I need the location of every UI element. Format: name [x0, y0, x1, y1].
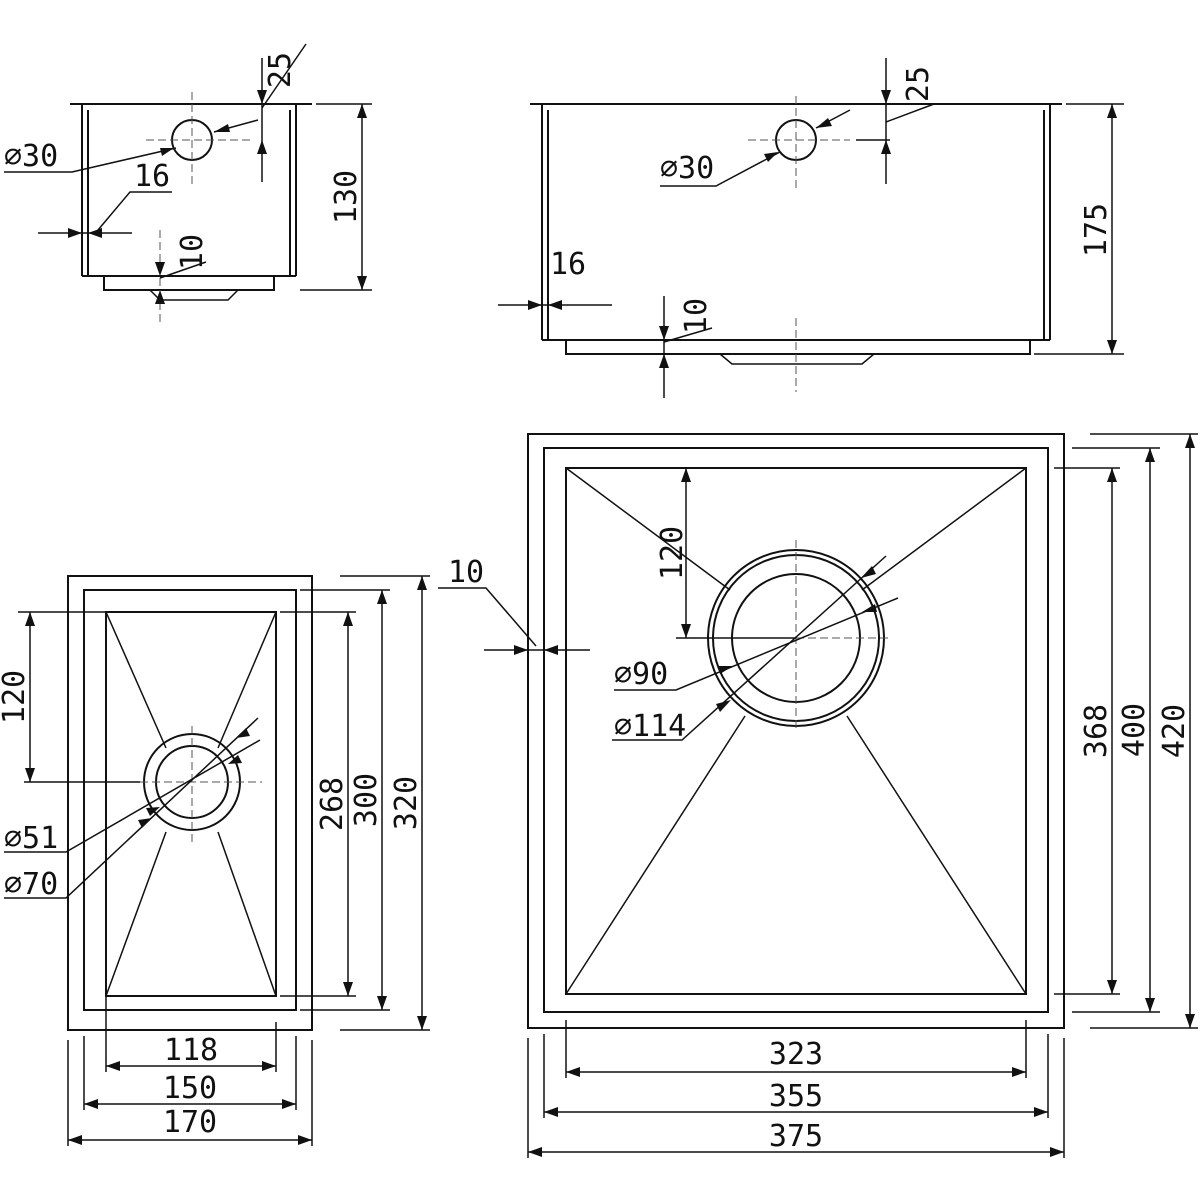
small-side-drain-depth-label: 10: [175, 234, 210, 270]
large-sink-side-view: 25 ⌀30 16 10 175: [498, 58, 1124, 398]
large-plan-outer-length-label: 420: [1157, 704, 1192, 758]
large-plan-inner-length-label: 368: [1079, 704, 1114, 758]
large-sink-plan-view: 10 120 ⌀90 ⌀114 368 400 420: [438, 433, 1198, 1158]
large-plan-flange-label: 10: [448, 555, 484, 590]
large-side-hole-offset-label: 25: [901, 66, 936, 102]
large-plan-drain-outer-diameter-label: ⌀114: [614, 709, 686, 744]
large-side-hole-diameter-label: ⌀30: [660, 151, 714, 186]
small-plan-mid-width-label: 150: [163, 1071, 217, 1106]
large-plan-drain-inner-diameter-label: ⌀90: [614, 657, 668, 692]
large-plan-mid-width-label: 355: [769, 1079, 823, 1114]
large-plan-outer-width-label: 375: [769, 1119, 823, 1154]
small-plan-drain-inner-diameter-label: ⌀51: [4, 821, 58, 856]
large-plan-inner-width-label: 323: [769, 1037, 823, 1072]
small-plan-inner-length-label: 268: [315, 777, 350, 831]
small-side-height-label: 130: [329, 170, 364, 224]
small-plan-outer-width-label: 170: [163, 1105, 217, 1140]
small-plan-outer-length-label: 320: [389, 776, 424, 830]
small-sink-side-view: 25 ⌀30 16 10 130: [4, 43, 372, 322]
small-side-hole-diameter-label: ⌀30: [4, 139, 58, 174]
small-side-hole-offset-label: 25: [263, 52, 298, 88]
large-side-wall-label: 16: [550, 247, 586, 282]
large-plan-mid-length-label: 400: [1117, 703, 1152, 757]
small-plan-drain-outer-diameter-label: ⌀70: [4, 867, 58, 902]
small-side-wall-label: 16: [134, 159, 170, 194]
large-side-height-label: 175: [1079, 203, 1114, 257]
small-plan-drain-offset-label: 120: [0, 670, 32, 724]
small-plan-inner-width-label: 118: [164, 1033, 218, 1068]
large-side-drain-depth-label: 10: [679, 298, 714, 334]
large-plan-drain-offset-label: 120: [655, 526, 690, 580]
small-plan-mid-length-label: 300: [349, 773, 384, 827]
small-sink-plan-view: 120 ⌀51 ⌀70 268 300 320 11: [0, 575, 430, 1146]
